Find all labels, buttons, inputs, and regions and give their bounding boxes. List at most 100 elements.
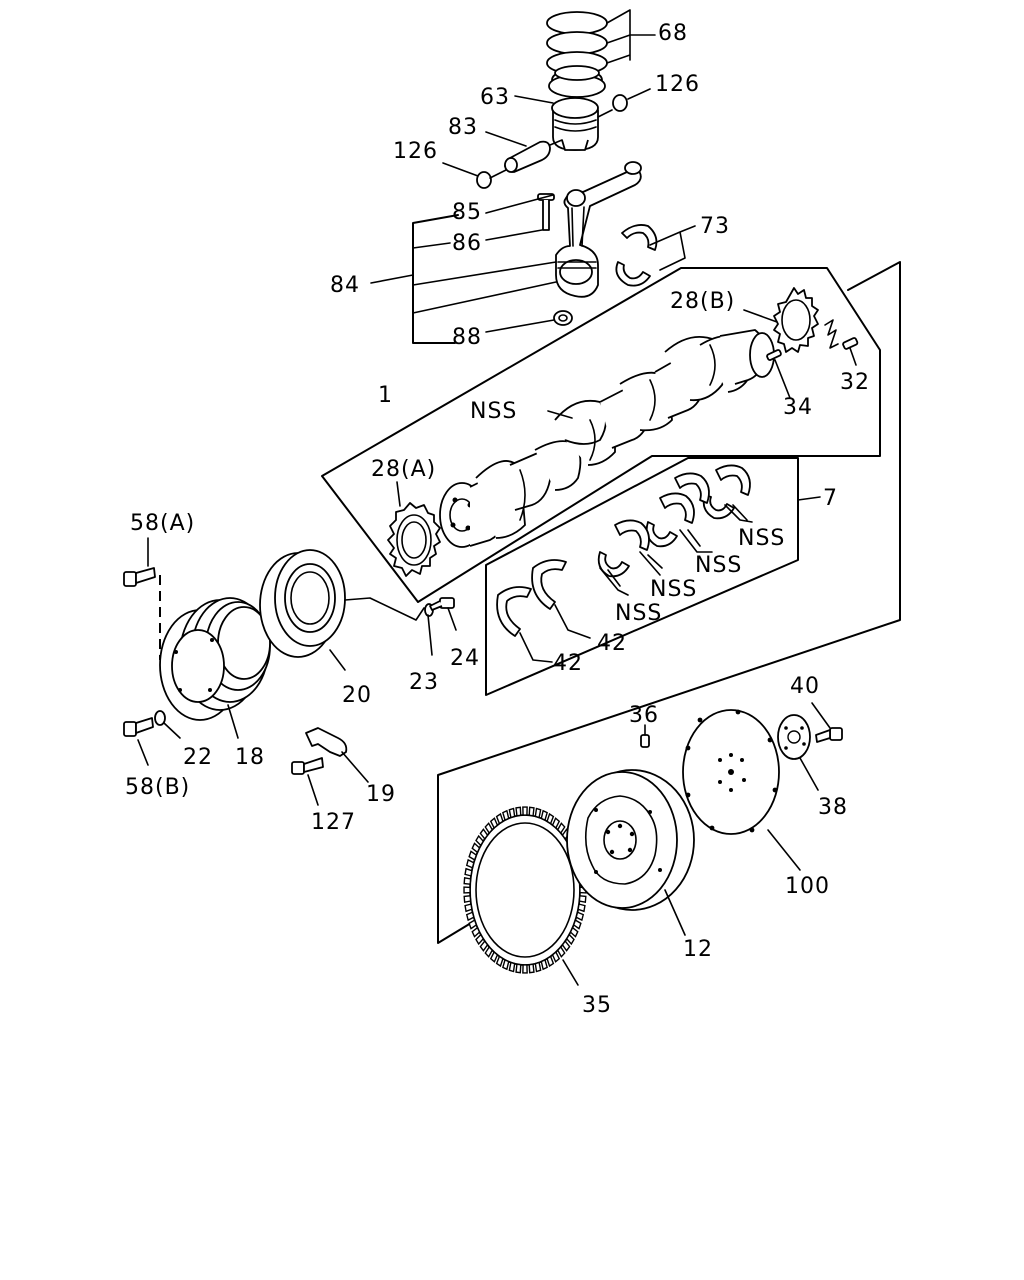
- rod-nut: [553, 310, 573, 326]
- ring-gear-tooth: [468, 850, 478, 861]
- bolt-40: [815, 727, 843, 743]
- bracket-19: [305, 727, 348, 757]
- ring-gear-tooth: [561, 939, 571, 952]
- ring-gear-tooth: [475, 933, 485, 946]
- callout-126-right: 126: [655, 72, 700, 97]
- ring-gear-tooth: [471, 842, 481, 854]
- con-rod-bearings: [615, 224, 658, 287]
- ring-gear-tooth: [464, 903, 473, 913]
- ring-gear-tooth: [528, 963, 535, 974]
- pin-32: [842, 337, 859, 350]
- ring-gear-tooth: [534, 807, 542, 819]
- callout-23: 23: [409, 670, 439, 695]
- ring-gear-tooth: [556, 822, 566, 835]
- ring-gear-tooth: [540, 809, 548, 822]
- callout-126-left: 126: [393, 139, 438, 164]
- callout-63: 63: [480, 85, 510, 110]
- callout-nss-1: NSS: [738, 526, 785, 551]
- ring-gear-tooth: [489, 817, 499, 830]
- crankshaft: [439, 329, 775, 548]
- piston-rings: [546, 11, 608, 98]
- ring-gear-tooth: [508, 961, 516, 973]
- snap-ring-right: [612, 94, 628, 112]
- ring-gear-tooth: [463, 876, 472, 885]
- ring-gear-tooth: [546, 812, 555, 825]
- callout-18: 18: [235, 745, 265, 770]
- ring-gear-tooth: [465, 911, 475, 922]
- callout-68: 68: [658, 21, 688, 46]
- pin-34: [766, 349, 782, 361]
- ring-gear-tooth: [569, 926, 579, 938]
- callout-1: 1: [378, 383, 393, 408]
- ring-gear-tooth: [551, 950, 561, 963]
- ring-gear-tooth: [471, 926, 481, 938]
- callout-35: 35: [582, 993, 612, 1018]
- ring-gear-tooth: [502, 958, 510, 971]
- sprocket-28a: [387, 502, 441, 577]
- callout-24: 24: [450, 646, 480, 671]
- washer-22: [154, 710, 166, 726]
- callout-58a: 58(A): [130, 511, 195, 536]
- callout-28b: 28(B): [670, 289, 735, 314]
- piston-pin: [504, 140, 551, 173]
- callout-22: 22: [183, 745, 213, 770]
- rod-bolt: [537, 193, 555, 231]
- sprocket-28b: [773, 287, 819, 353]
- ring-gear-tooth: [515, 963, 522, 974]
- ring-gear-tooth: [522, 806, 528, 816]
- ring-gear-tooth: [565, 933, 575, 946]
- ring-gear-tooth: [551, 817, 561, 830]
- ring-gear-tooth: [508, 807, 516, 819]
- ring-gear-tooth: [464, 867, 473, 877]
- ring-gear-tooth: [475, 834, 485, 847]
- callout-36: 36: [629, 703, 659, 728]
- callout-12: 12: [683, 937, 713, 962]
- ring-gear-tooth: [484, 945, 494, 958]
- ring-gear-tooth: [515, 806, 522, 817]
- snap-ring-left: [476, 171, 492, 189]
- bolt-58a: [123, 567, 156, 587]
- callout-28a: 28(A): [371, 457, 436, 482]
- pin-36: [640, 734, 650, 748]
- callout-127: 127: [311, 810, 356, 835]
- ring-gear-tooth: [572, 919, 582, 930]
- callout-40: 40: [790, 674, 820, 699]
- ring-gear-tooth: [468, 919, 478, 930]
- connecting-rod: [555, 161, 642, 298]
- callout-nss-3: NSS: [650, 577, 697, 602]
- callout-85: 85: [452, 200, 482, 225]
- callout-86: 86: [452, 231, 482, 256]
- ring-gear-tooth: [528, 806, 535, 817]
- ring-gear-tooth: [575, 911, 585, 922]
- ring-gear-tooth: [479, 939, 489, 952]
- callout-88: 88: [452, 325, 482, 350]
- callout-19: 19: [366, 782, 396, 807]
- bolt-24: [429, 597, 455, 611]
- ring-gear-tooth: [522, 964, 528, 974]
- callout-38: 38: [818, 795, 848, 820]
- ring-gear-tooth: [463, 895, 472, 904]
- thrust-washers: [496, 559, 567, 637]
- callout-84: 84: [330, 273, 360, 298]
- bolt-58b: [123, 717, 154, 737]
- ring-gear-tooth: [578, 895, 587, 904]
- callout-32: 32: [840, 370, 870, 395]
- callout-nss-4: NSS: [615, 601, 662, 626]
- ring-gear-tooth: [465, 858, 475, 869]
- plate-38: [777, 714, 811, 760]
- main-bearings: [597, 464, 751, 578]
- ring-gear-tooth: [534, 961, 542, 973]
- flywheel: [566, 769, 695, 911]
- callout-100: 100: [785, 874, 830, 899]
- ring-gear-tooth: [502, 809, 510, 822]
- ring-gear-tooth: [479, 828, 489, 841]
- ring-gear-tooth: [546, 955, 555, 968]
- ring-gear-tooth: [484, 822, 494, 835]
- callout-nss-crankshaft: NSS: [470, 399, 517, 424]
- bolt-127: [291, 757, 324, 775]
- callout-42-left: 42: [553, 651, 583, 676]
- callout-42-right: 42: [597, 631, 627, 656]
- piston: [551, 97, 599, 151]
- callout-nss-2: NSS: [695, 553, 742, 578]
